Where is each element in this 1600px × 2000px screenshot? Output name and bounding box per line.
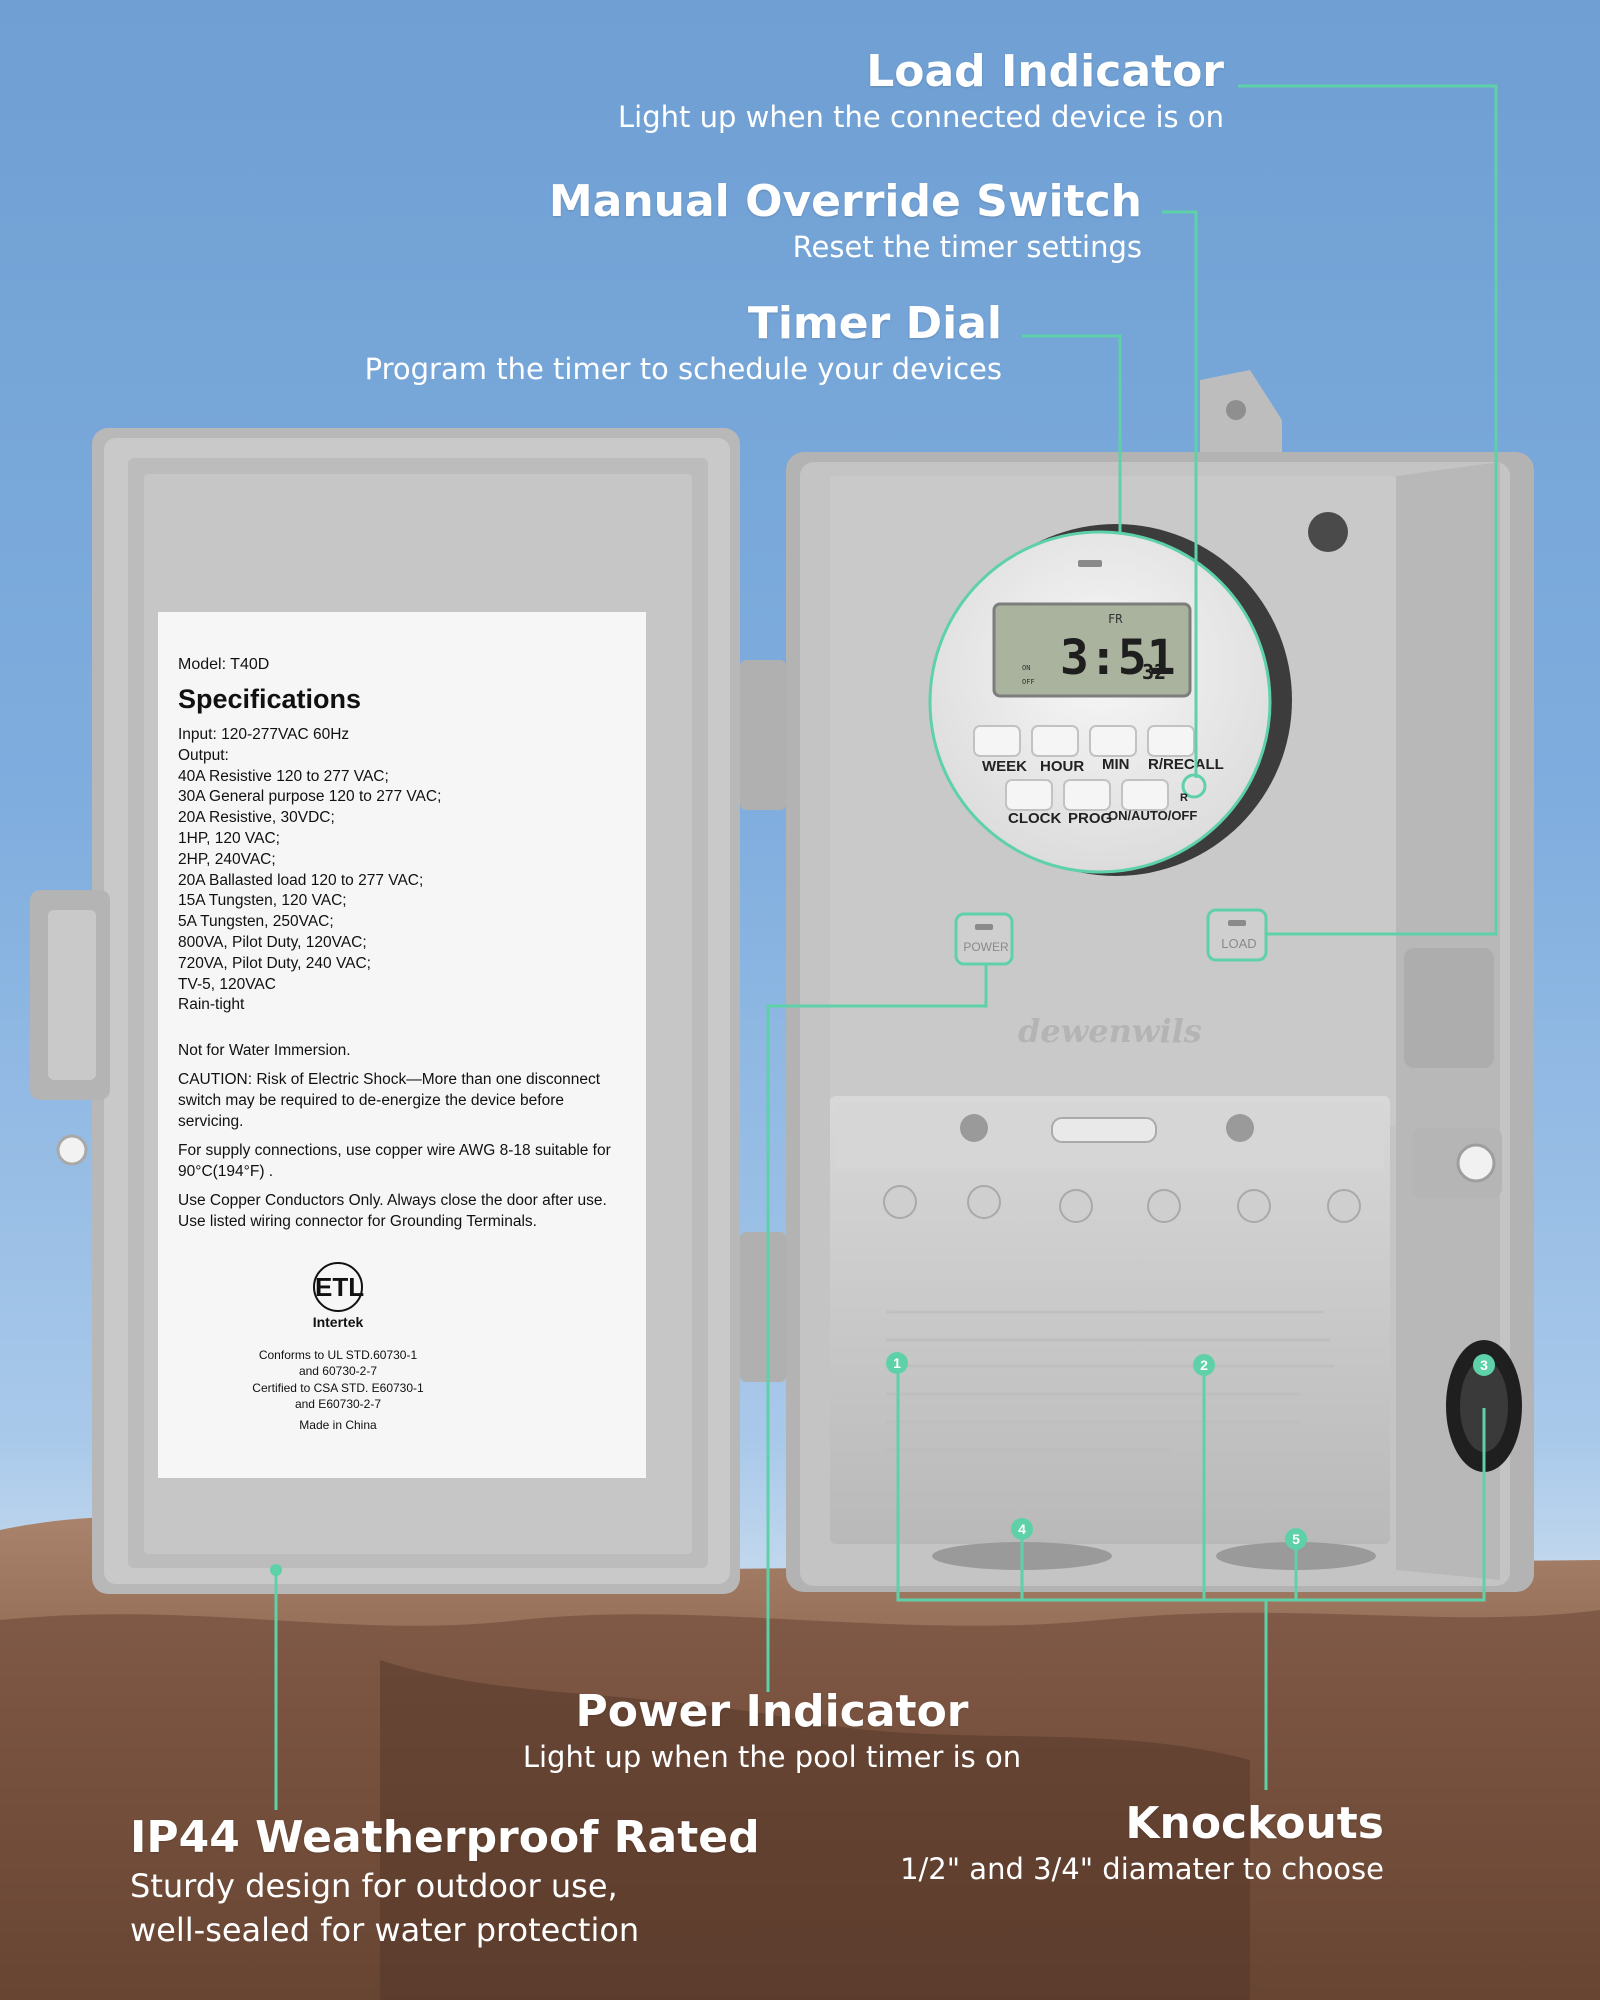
lcd-on-label: ON (1022, 664, 1031, 672)
spec-line: 20A Resistive, 30VDC; (178, 809, 335, 827)
knockouts-title: Knockouts (1125, 1798, 1384, 1849)
spec-heading: Specifications (178, 684, 362, 714)
knockout-badge: 5 (1285, 1528, 1307, 1550)
button-hour[interactable]: HOUR (1040, 758, 1085, 775)
timer-dial-title: Timer Dial (747, 298, 1002, 349)
power-led-label: POWER (963, 940, 1009, 954)
callout-load-indicator: Load Indicator Light up when the connect… (618, 46, 1224, 136)
conformity-line: Conforms to UL STD.60730-1 (258, 1347, 418, 1362)
conformity-line: and E60730-2-7 (294, 1397, 382, 1412)
lcd-seconds: 32 (1142, 660, 1167, 684)
certification-block: ETL Intertek Conforms to UL STD.60730-1 … (218, 1262, 458, 1433)
power-indicator-line (766, 964, 988, 1692)
timer-dial-graphic (928, 524, 1292, 876)
spec-line: 720VA, Pilot Duty, 240 VAC; (178, 954, 371, 972)
button-recall[interactable]: R/RECALL (1148, 756, 1224, 773)
load-indicator-line (1238, 84, 1498, 936)
knockout-badge: 1 (886, 1352, 908, 1374)
etl-brand: Intertek (312, 1314, 364, 1331)
spec-line: 20A Ballasted load 120 to 277 VAC; (178, 871, 424, 889)
manual-override-title: Manual Override Switch (548, 176, 1142, 227)
button-min[interactable]: MIN (1102, 756, 1130, 773)
manual-override-desc: Reset the timer settings (792, 230, 1142, 264)
spec-line: 40A Resistive 120 to 277 VAC; (178, 767, 389, 785)
spec-lines: Input: 120-277VAC 60Hz Output: 40A Resis… (178, 725, 626, 1016)
spec-line: TV-5, 120VAC (178, 975, 276, 993)
spec-line: Rain-tight (178, 996, 245, 1014)
spec-label: Model: T40D Specifications Input: 120-27… (158, 612, 646, 1478)
button-week[interactable]: WEEK (982, 758, 1027, 775)
timer-dial-line (1022, 334, 1122, 532)
load-indicator-desc: Light up when the connected device is on (618, 100, 1224, 134)
conformity-line: Made in China (299, 1417, 377, 1432)
power-indicator-title: Power Indicator (575, 1686, 969, 1737)
button-clock[interactable]: CLOCK (1008, 810, 1062, 827)
supply-text: For supply connections, use copper wire … (178, 1142, 611, 1181)
spec-line: 1HP, 120 VAC; (178, 829, 280, 847)
spec-line: 30A General purpose 120 to 277 VAC; (178, 788, 442, 806)
button-on-auto-off[interactable]: ON/AUTO/OFF (1108, 808, 1198, 823)
knockout-badge: 4 (1011, 1518, 1033, 1540)
etl-logo: ETL (313, 1262, 364, 1313)
weatherproof-desc-line1: Sturdy design for outdoor use, (130, 1867, 618, 1905)
spec-line: Output: (178, 746, 229, 764)
knockouts-line (896, 1364, 1486, 1602)
load-led-label: LOAD (1221, 936, 1257, 951)
knockout-badge: 2 (1193, 1354, 1215, 1376)
callout-weatherproof: IP44 Weatherproof Rated Sturdy design fo… (130, 1812, 760, 1952)
spec-line: 15A Tungsten, 120 VAC; (178, 892, 347, 910)
conformity-line: Certified to CSA STD. E60730-1 (252, 1380, 424, 1395)
spec-line: 2HP, 240VAC; (178, 850, 276, 868)
timer-dial-desc: Program the timer to schedule your devic… (364, 352, 1002, 386)
spec-line: Input: 120-277VAC 60Hz (178, 726, 350, 743)
spec-line: 5A Tungsten, 250VAC; (178, 913, 334, 931)
callout-knockouts: Knockouts 1/2" and 3/4" diamater to choo… (900, 1798, 1384, 1888)
lcd-day: FR (1108, 612, 1123, 626)
callout-power-indicator: Power Indicator Light up when the pool t… (372, 1686, 1172, 1776)
button-prog[interactable]: PROG (1068, 810, 1113, 827)
power-indicator-desc: Light up when the pool timer is on (522, 1740, 1022, 1774)
conformity-line: and 60730-2-7 (298, 1364, 378, 1379)
weatherproof-title: IP44 Weatherproof Rated (130, 1812, 760, 1863)
knockout-badge: 3 (1473, 1354, 1495, 1376)
knockouts-desc: 1/2" and 3/4" diamater to choose (900, 1852, 1384, 1886)
caution-text: CAUTION: Risk of Electric Shock—More tha… (178, 1071, 601, 1131)
load-indicator-title: Load Indicator (866, 46, 1224, 97)
brand-logo: dewenwils (1018, 1012, 1202, 1050)
lcd-time: 3:51 (1060, 630, 1176, 686)
callout-manual-override: Manual Override Switch Reset the timer s… (549, 176, 1142, 266)
manual-override-line (1162, 210, 1198, 778)
reset-label: R (1180, 792, 1188, 804)
lcd-off-label: OFF (1022, 678, 1035, 686)
model-number: Model: T40D (178, 656, 270, 673)
callout-timer-dial: Timer Dial Program the timer to schedule… (365, 298, 1002, 388)
spec-line: 800VA, Pilot Duty, 120VAC; (178, 933, 367, 951)
weatherproof-desc-line2: well-sealed for water protection (130, 1911, 640, 1949)
water-warning: Not for Water Immersion. (178, 1042, 351, 1060)
copper-text: Use Copper Conductors Only. Always close… (178, 1192, 607, 1231)
